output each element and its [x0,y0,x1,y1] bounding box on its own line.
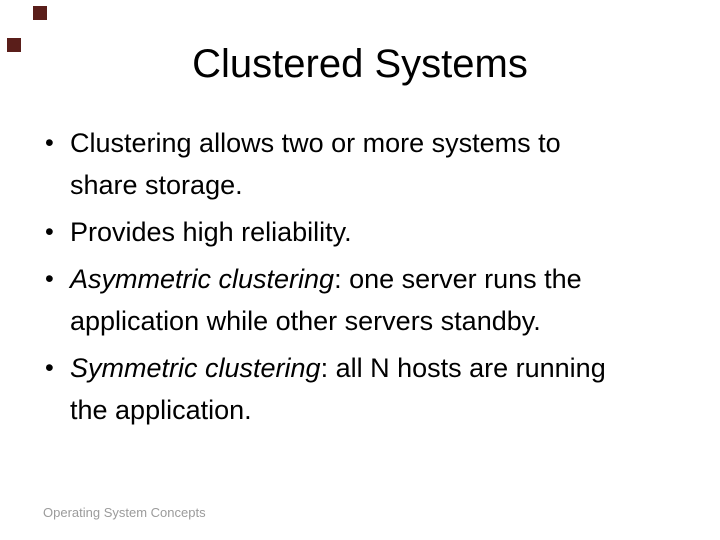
bullet-1-body: Clustering allows two or more systems to… [70,128,561,200]
bullet-text-2: Provides high reliability. [70,211,696,253]
bullet-text-1: Clustering allows two or more systems to… [70,122,696,206]
bullet-3-italic-lead: Asymmetric clustering [70,264,335,294]
bullet-4-body: : all N hosts are running the applicatio… [70,353,606,425]
slide-decoration-square-top [33,6,47,20]
bullet-icon: • [45,265,54,293]
bullet-item-3: • Asymmetric clustering: one server runs… [40,258,696,342]
bullet-item-1: • Clustering allows two or more systems … [40,122,696,206]
slide-title: Clustered Systems [192,42,528,86]
slide-decoration-square-left [7,38,21,52]
bullet-4-italic-lead: Symmetric clustering [70,353,321,383]
bullet-item-2: • Provides high reliability. [40,211,696,253]
slide-body: • Clustering allows two or more systems … [40,122,696,436]
slide-footer: Operating System Concepts [43,505,206,520]
bullet-item-4: • Symmetric clustering: all N hosts are … [40,347,696,431]
bullet-icon: • [45,129,54,157]
bullet-icon: • [45,218,54,246]
bullet-3-body: : one server runs the application while … [70,264,582,336]
bullet-2-body: Provides high reliability. [70,217,352,247]
bullet-text-4: Symmetric clustering: all N hosts are ru… [70,347,696,431]
bullet-icon: • [45,354,54,382]
bullet-list: • Clustering allows two or more systems … [40,122,696,431]
bullet-text-3: Asymmetric clustering: one server runs t… [70,258,696,342]
